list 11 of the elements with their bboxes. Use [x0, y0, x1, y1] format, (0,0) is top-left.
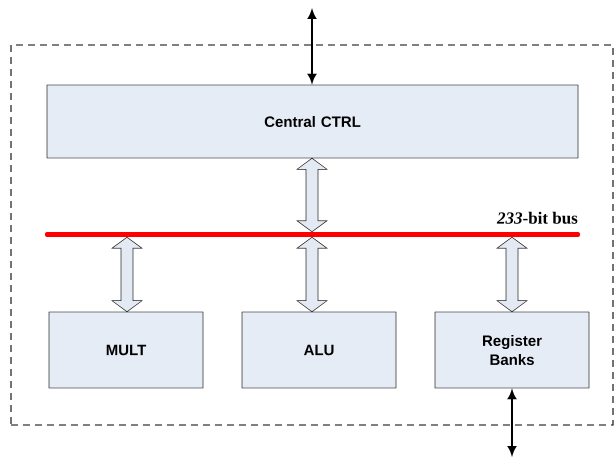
double-arrow: [496, 236, 528, 312]
block-box: Register Banks: [434, 312, 590, 388]
dashed-boundary: [10, 44, 614, 426]
double-arrow: [296, 236, 328, 312]
block-box: ALU: [242, 312, 396, 388]
arrow: [508, 390, 516, 455]
block-box: MULT: [48, 312, 204, 388]
double-arrow: [111, 236, 143, 312]
block-box: Central CTRL: [46, 84, 578, 158]
arrow: [308, 10, 316, 82]
bus-label: 233-bit bus: [496, 212, 578, 224]
